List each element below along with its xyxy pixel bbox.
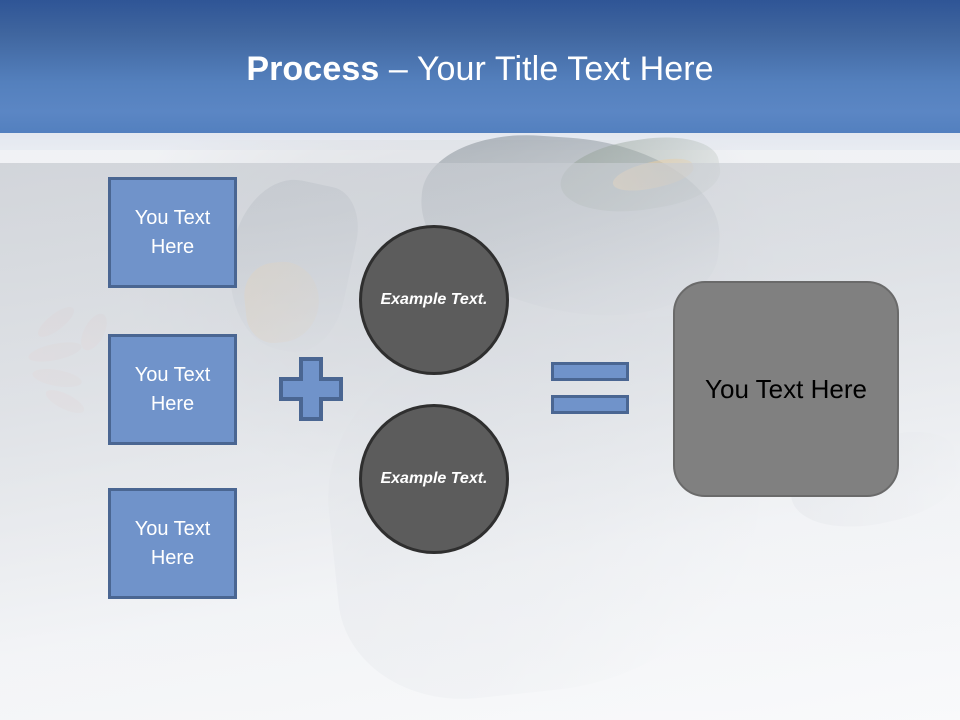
input-box-1[interactable]: You Text Here	[108, 177, 237, 288]
example-circle-2-label: Example Text.	[380, 469, 488, 487]
page-title-strong: Process	[246, 49, 380, 88]
equals-bar-top	[551, 362, 629, 381]
input-box-3-label: You Text Here	[134, 517, 211, 569]
example-circle-1[interactable]: Example Text.	[359, 225, 509, 375]
example-circle-2[interactable]: Example Text.	[359, 404, 509, 554]
equals-bar-bottom	[551, 395, 629, 414]
result-box[interactable]: You Text Here	[673, 281, 899, 497]
result-box-label: You Text Here	[705, 373, 867, 404]
input-box-3[interactable]: You Text Here	[108, 488, 237, 599]
equals-icon	[551, 362, 629, 417]
page-title-rest: – Your Title Text Here	[379, 49, 714, 88]
example-circle-1-label: Example Text.	[380, 290, 488, 308]
input-box-2[interactable]: You Text Here	[108, 334, 237, 445]
input-box-2-label: You Text Here	[134, 363, 211, 415]
page-title: Process – Your Title Text Here	[246, 52, 713, 86]
title-bar: Process – Your Title Text Here	[0, 0, 960, 133]
input-box-1-label: You Text Here	[134, 206, 211, 258]
plus-icon	[278, 356, 344, 422]
